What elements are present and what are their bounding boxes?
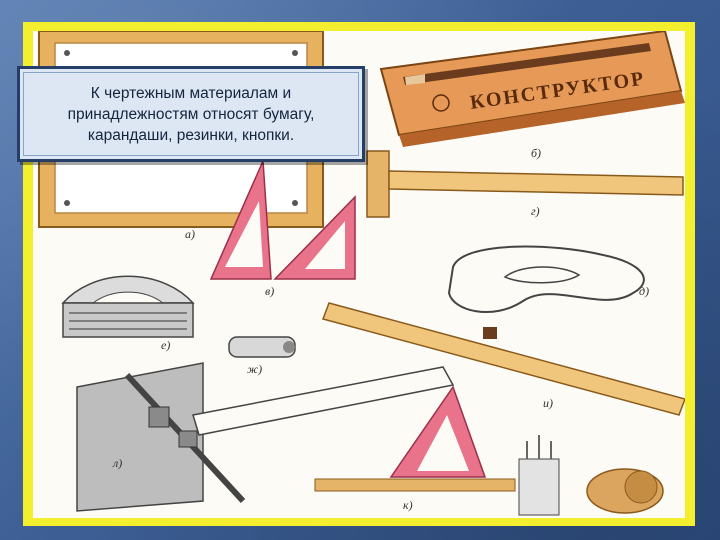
pencils-and-holder — [518, 435, 664, 516]
caption-text: К чертежным материалам и принадлежностям… — [62, 83, 321, 146]
ruler — [322, 302, 685, 416]
caption-box: К чертежным материалам и принадлежностям… — [17, 66, 365, 162]
t-square — [366, 150, 684, 218]
label-i: и) — [543, 396, 553, 410]
label-b: б) — [531, 146, 541, 160]
caption-line-1: К чертежным материалам и — [90, 84, 292, 102]
caption-line-3: карандаши, резинки, кнопки. — [87, 126, 295, 144]
label-e: е) — [161, 338, 170, 352]
label-v: в) — [265, 284, 274, 298]
compass-part — [228, 336, 296, 358]
label-g: г) — [531, 204, 540, 218]
label-l: л) — [112, 456, 122, 470]
triangle-on-board — [314, 385, 516, 492]
caption-inner: К чертежным материалам и принадлежностям… — [23, 72, 359, 156]
set-squares — [209, 160, 356, 280]
label-k: к) — [403, 498, 413, 512]
label-d: д) — [639, 284, 649, 298]
label-zh: ж) — [247, 362, 262, 376]
french-curve — [447, 245, 645, 314]
protractor — [61, 275, 195, 338]
drafting-machine — [76, 362, 455, 512]
label-a: а) — [185, 227, 195, 241]
pencil-box: КОНСТРУКТОР — [379, 31, 685, 147]
caption-line-2: принадлежностям относят бумагу, — [67, 105, 315, 123]
